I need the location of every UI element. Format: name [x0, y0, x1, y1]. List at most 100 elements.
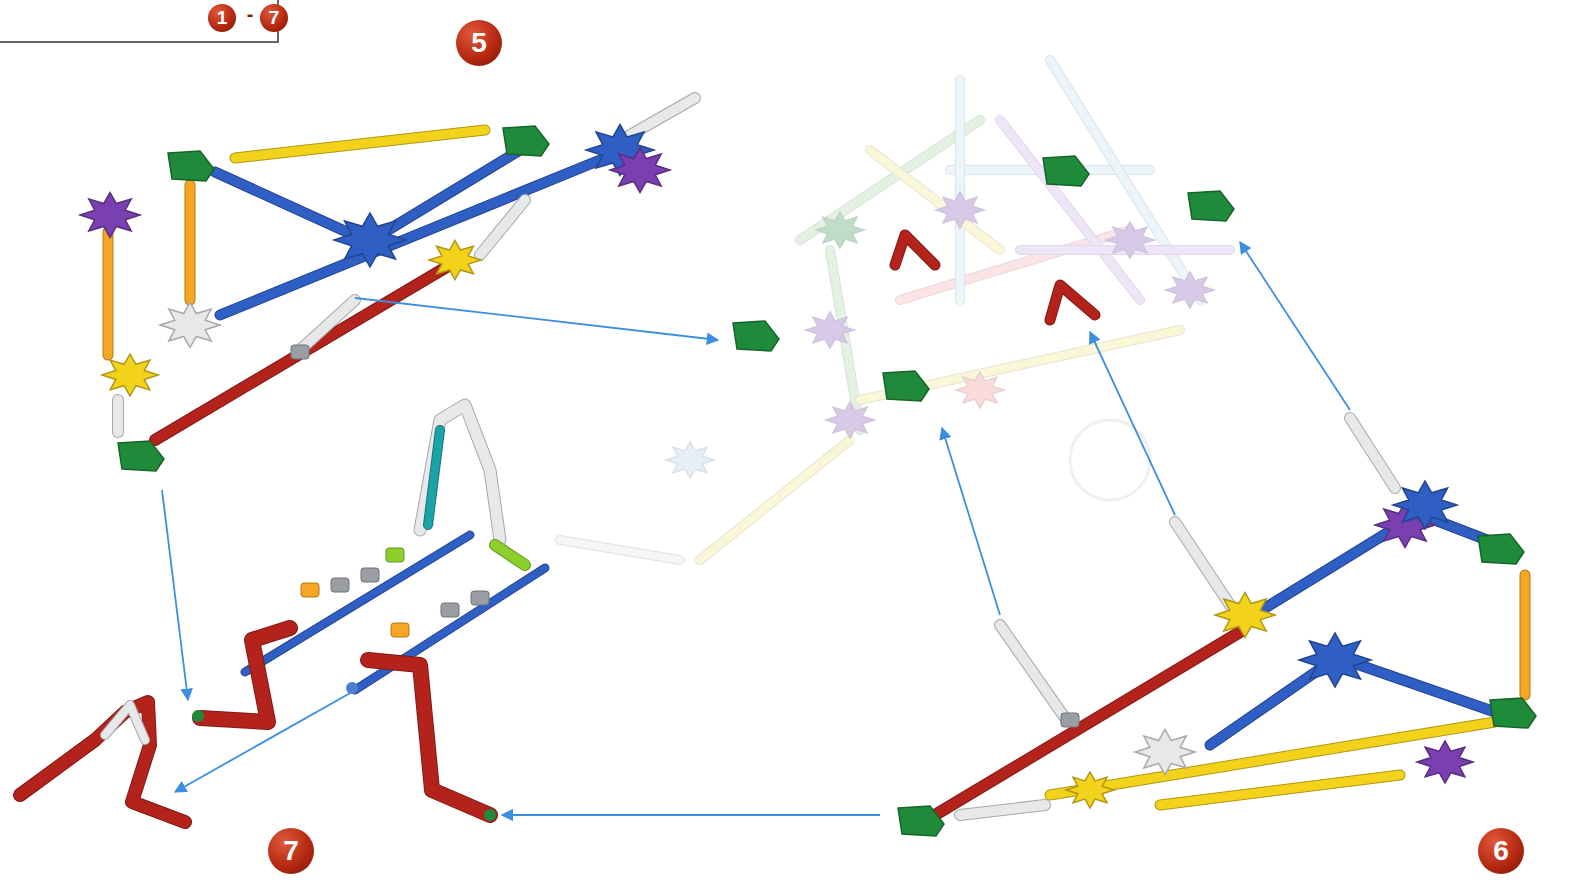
- rod: [1160, 775, 1400, 805]
- clip-part: [331, 578, 349, 592]
- clip-part: [441, 603, 459, 617]
- rod: [960, 805, 1045, 815]
- lime-clip: [495, 545, 525, 565]
- connector-hub: [936, 192, 984, 228]
- rod: [1175, 522, 1230, 605]
- step-range-box: [0, 0, 278, 42]
- rod: [155, 262, 455, 440]
- rod: [355, 568, 545, 690]
- rod: [355, 568, 545, 690]
- connector-hub: [1393, 481, 1457, 529]
- rod: [235, 130, 485, 158]
- rod: [1000, 120, 1140, 300]
- callout-number: 1: [208, 4, 236, 32]
- rod: [245, 535, 470, 672]
- callout-number: 5: [456, 20, 502, 66]
- rod: [625, 98, 695, 138]
- rod: [103, 232, 114, 355]
- gray-bend: [420, 405, 500, 540]
- rod: [960, 805, 1045, 815]
- connector-hub: [429, 241, 481, 280]
- corner-connector: [883, 371, 929, 401]
- red-rod-connector: [200, 628, 290, 722]
- parts: [20, 98, 1536, 836]
- callout-number: 7: [260, 4, 288, 32]
- connector-hub: [1166, 272, 1214, 308]
- rod: [935, 632, 1240, 815]
- clip-part: [291, 345, 309, 359]
- connector-hub: [334, 213, 406, 267]
- corner-connector: [1043, 156, 1089, 186]
- rod: [215, 172, 360, 238]
- connector-hub: [160, 303, 220, 348]
- teal-clip: [428, 430, 440, 525]
- connector-hub: [1106, 222, 1154, 258]
- rod: [1350, 418, 1395, 488]
- rod: [1175, 522, 1230, 605]
- rod: [185, 185, 196, 300]
- rod: [1050, 722, 1495, 795]
- rod: [1262, 528, 1395, 610]
- red-rod-connector: [368, 660, 490, 815]
- rod: [700, 440, 850, 560]
- assembly-arrow: [355, 298, 718, 340]
- wheel: [1070, 420, 1150, 500]
- clip-part: [471, 591, 489, 605]
- clip-part: [361, 568, 379, 582]
- assembly-arrow: [1090, 332, 1175, 515]
- connector-hub: [806, 312, 854, 348]
- connector-hub: [956, 372, 1004, 408]
- red-rod-connector: [200, 628, 290, 722]
- assembly-arrow: [175, 692, 352, 792]
- lime-clip: [495, 545, 525, 565]
- connector-hub: [826, 402, 874, 438]
- peg: [484, 809, 496, 821]
- rod: [860, 330, 1180, 400]
- rod: [956, 80, 964, 300]
- rod: [480, 200, 525, 255]
- rod: [1000, 625, 1065, 718]
- connector-hub: [80, 193, 140, 238]
- red-connector: [1050, 285, 1095, 320]
- red-rod-connector: [20, 702, 185, 822]
- rod: [1521, 575, 1530, 695]
- clip-part: [391, 623, 409, 637]
- callout-number: 6: [1478, 828, 1524, 874]
- connector-hub: [1299, 633, 1371, 687]
- clip-part: [1061, 713, 1079, 727]
- corner-connector: [1188, 191, 1234, 221]
- corner-connector: [1478, 534, 1524, 564]
- red-connector: [1050, 285, 1095, 320]
- rod: [560, 540, 680, 560]
- rod: [104, 232, 113, 355]
- gray-bend: [105, 705, 145, 740]
- corner-connector: [733, 321, 779, 351]
- assembly-arrow: [942, 428, 1000, 615]
- corner-connector: [503, 126, 549, 156]
- rod: [560, 540, 680, 560]
- corner-connector: [1490, 698, 1536, 728]
- corner-connector: [168, 151, 214, 181]
- connector-hub: [666, 442, 714, 478]
- corner-connector: [118, 441, 164, 471]
- assembly-arrow: [502, 814, 880, 816]
- connector-hub: [1066, 772, 1114, 808]
- corner-connector: [898, 806, 944, 836]
- rod: [870, 150, 1000, 250]
- rod: [215, 172, 360, 238]
- rod: [1345, 660, 1495, 712]
- red-rod-connector: [368, 660, 490, 815]
- clip-part: [386, 548, 404, 562]
- range-dash: -: [240, 4, 260, 24]
- rod: [155, 262, 455, 440]
- rod: [1262, 528, 1395, 610]
- rod: [1350, 418, 1395, 488]
- rod: [245, 535, 470, 672]
- callout-number: 7: [268, 828, 314, 874]
- rod: [235, 130, 485, 158]
- rod: [625, 98, 695, 138]
- connector-hub: [1135, 730, 1195, 775]
- rod: [1520, 575, 1531, 695]
- rod: [700, 440, 850, 560]
- teal-clip: [428, 430, 440, 525]
